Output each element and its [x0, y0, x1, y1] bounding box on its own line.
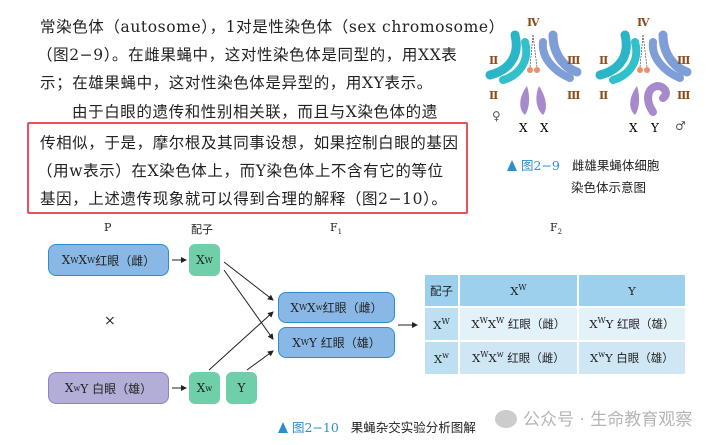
table-row: XW XWXW 红眼（雌） XWY 红眼（雄） [423, 306, 687, 342]
svg-text:Ⅳ: Ⅳ [637, 16, 650, 29]
label-f2: F2 [550, 221, 563, 237]
triangle-icon [507, 160, 517, 171]
female-symbol: ♀ [492, 109, 501, 123]
gamete-y: Y [226, 372, 257, 404]
table-corner: 配子 [423, 273, 460, 308]
table-cell: XWXW 红眼（雌） [458, 306, 579, 342]
paragraph-line: （图2−9）。在雌果蝇中，这对性染色体是同型的，用XX表 [37, 46, 458, 64]
watermark: 公众号 · 生命教育观察 [495, 405, 692, 430]
table-cell: XwY 白眼（雄） [576, 340, 687, 376]
table-cell: XWY 红眼（雄） [576, 306, 687, 342]
cross-symbol: × [104, 313, 116, 329]
col-header-y: Y [576, 273, 687, 308]
svg-text:Ⅱ: Ⅱ [489, 54, 498, 67]
fig29-caption: 图2−9 雌雄果蝇体细胞 [507, 155, 659, 174]
row-header-xW: XW [423, 306, 460, 342]
table-cell: XWXw 红眼（雌） [458, 340, 579, 376]
svg-text:Ⅱ: Ⅱ [599, 54, 608, 67]
paragraph-line: 传相似，于是，摩尔根及其同事设想，如果控制白眼的基因 [40, 134, 459, 152]
paragraph-line: 由于白眼的遗传和性别相关联，而且与X染色体的遗 [72, 103, 438, 121]
svg-text:Y: Y [650, 121, 660, 135]
svg-text:Ⅱ: Ⅱ [599, 89, 608, 102]
table-row: Xw XWXw 红眼（雌） XwY 白眼（雄） [423, 340, 687, 376]
wechat-icon [495, 410, 517, 428]
label-p: P [104, 221, 112, 234]
label-f1: F1 [330, 221, 343, 237]
row-header-xw: Xw [423, 340, 460, 376]
svg-text:Ⅲ: Ⅲ [567, 89, 580, 102]
paragraph-line: 常染色体（autosome），1对是性染色体（sex chromosome） [40, 18, 505, 36]
fig29-caption-line2: 染色体示意图 [571, 180, 647, 195]
svg-text:Ⅱ: Ⅱ [489, 89, 498, 102]
label-gamete: 配子 [191, 223, 213, 236]
f2-punnett-table: 配子 XW Y XW XWXW 红眼（雌） XWY 红眼（雄） Xw XWXw … [423, 273, 687, 376]
svg-text:X: X [519, 121, 528, 135]
paragraph-line: （用w表示）在X染色体上，而Y染色体上不含有它的等位 [37, 162, 444, 180]
svg-text:Ⅲ: Ⅲ [567, 54, 580, 67]
col-header-xW: XW [458, 273, 579, 308]
male-symbol: ♂ [675, 119, 686, 133]
highlight-box [27, 122, 468, 214]
fig210-caption: 图2−10 果蝇杂交实验分析图解 [278, 417, 476, 436]
male-chromosomes: Ⅳ Ⅱ Ⅱ Ⅲ Ⅲ X Y ♂ [595, 16, 692, 135]
paragraph-line: 基因，上述遗传现象就可以得到合理的解释（图2−10）。 [40, 190, 448, 208]
svg-text:X: X [629, 121, 638, 135]
svg-text:X: X [540, 121, 549, 135]
numeral-iv: Ⅳ [527, 16, 540, 29]
svg-text:Ⅲ: Ⅲ [677, 89, 690, 102]
paragraph-line: 示；在雄果蝇中，这对性染色体是异型的，用XY表示。 [40, 74, 433, 92]
svg-text:Ⅲ: Ⅲ [677, 54, 690, 67]
chromosome-figure: Ⅳ Ⅱ Ⅱ Ⅲ Ⅲ ♀ X X Ⅳ Ⅱ Ⅱ Ⅲ Ⅲ X Y ♂ [485, 16, 692, 135]
female-chromosomes: Ⅳ Ⅱ Ⅱ Ⅲ Ⅲ ♀ X X [485, 16, 582, 135]
triangle-icon [278, 422, 288, 433]
